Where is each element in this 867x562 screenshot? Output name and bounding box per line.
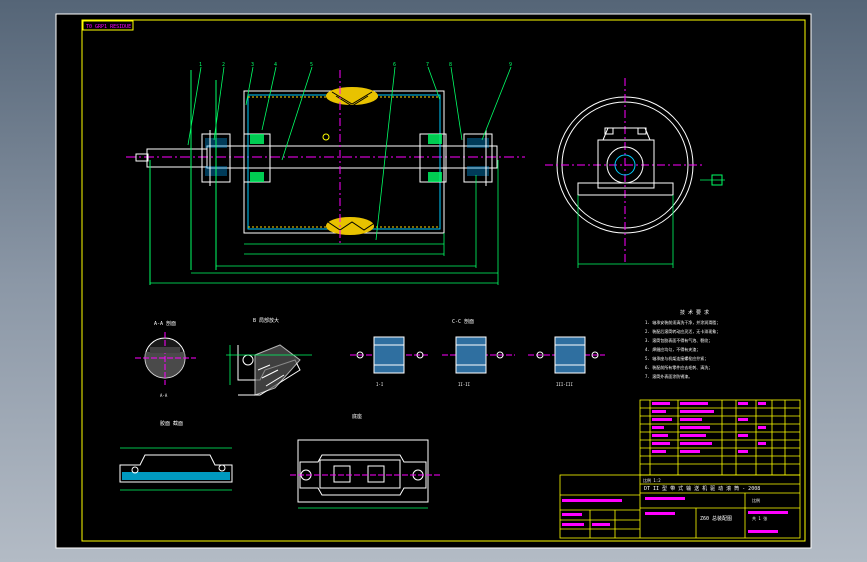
- shaft-caption: A-A: [160, 393, 168, 398]
- key-caption: I-I: [376, 382, 384, 387]
- part-number: 5: [310, 62, 313, 68]
- part-number: 4: [274, 62, 277, 68]
- section-a-label: A-A 剖面: [154, 320, 176, 327]
- herringbone-top: [326, 87, 378, 105]
- row-label: 比例 1:2: [643, 477, 661, 483]
- title-block[interactable]: 比例 1:2 DT II 型 带 式 输 送 机 驱 动 滚 筒 - 2008 …: [559, 474, 801, 539]
- sheet-label: 共 1 张: [752, 515, 767, 521]
- tech-item: 5. 轴承座与机架连接螺栓应拧紧；: [645, 355, 708, 361]
- key-caption: II-II: [458, 382, 471, 387]
- key-sections[interactable]: C-C 剖面 I-I II-II III-III: [350, 318, 605, 387]
- corner-stamp: T0 GRP1 RESIDUE: [86, 24, 131, 30]
- part-leaders: [187, 66, 512, 241]
- tech-item: 1. 轴承安装前须清洗干净，并涂润滑脂；: [645, 319, 720, 325]
- parts-list-marks: [652, 402, 766, 453]
- inner-frame: [81, 19, 806, 542]
- scale-label: 比例: [752, 497, 760, 503]
- part-number: 7: [426, 62, 429, 68]
- part-number: 2: [222, 62, 225, 68]
- herringbone-bottom: [326, 217, 374, 235]
- parts-list-table[interactable]: [639, 399, 801, 476]
- main-title: DT II 型 带 式 输 送 机 驱 动 滚 筒 - 2008: [644, 485, 760, 492]
- belt-section[interactable]: 胶面 截面: [119, 420, 233, 491]
- detail-c-label: C-C 剖面: [452, 318, 474, 325]
- shaft-section[interactable]: A-A 剖面 A-A: [135, 320, 196, 398]
- main-roller-view[interactable]: 1 2 3 4 5 6 7 8 9: [126, 62, 525, 285]
- subtitle: Z60 总装配图: [700, 515, 732, 522]
- base-label: 底座: [352, 413, 362, 420]
- part-number: 3: [251, 62, 254, 68]
- part-number-labels: 1 2 3 4 5 6 7 8 9: [199, 62, 512, 68]
- corner-stamp-box: [82, 20, 134, 31]
- tech-requirements: 技 术 要 求 1. 轴承安装前须清洗干净，并涂润滑脂； 2. 装配后滚筒转动应…: [645, 309, 720, 379]
- dimension-lines: [150, 160, 499, 285]
- outer-frame: [55, 13, 812, 549]
- detail-b[interactable]: B 局部放大: [226, 317, 312, 396]
- tech-item: 4. 焊缝应均匀，不得有夹渣；: [645, 346, 700, 352]
- base-view[interactable]: 底座: [290, 413, 440, 509]
- right-bearing-housing: [463, 130, 493, 186]
- tech-item: 7. 滚筒外表面涂防锈漆。: [645, 373, 692, 379]
- part-number: 9: [509, 62, 512, 68]
- part-number: 1: [199, 62, 202, 68]
- detail-b-label: B 局部放大: [253, 317, 279, 324]
- side-view[interactable]: [545, 78, 725, 268]
- tech-item: 2. 装配后滚筒转动应灵活，无卡滞现象；: [645, 328, 720, 334]
- part-number: 8: [449, 62, 452, 68]
- tech-item: 3. 滚筒包胶表面不得有气泡、裂纹；: [645, 337, 712, 343]
- tech-item: 6. 装配前所有零件应去毛刺、清洗；: [645, 364, 712, 370]
- tech-heading: 技 术 要 求: [680, 309, 709, 316]
- key-caption: III-III: [556, 382, 573, 387]
- paper-background: [56, 14, 811, 548]
- part-number: 6: [393, 62, 396, 68]
- belt-section-label: 胶面 截面: [160, 420, 183, 427]
